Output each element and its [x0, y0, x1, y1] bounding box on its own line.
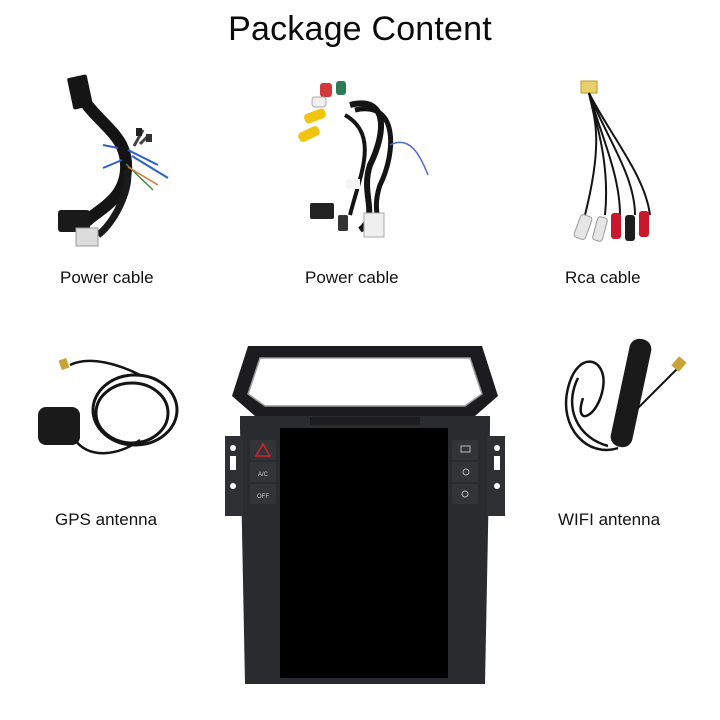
power-cable-1-label: Power cable: [60, 268, 154, 287]
page-title: Package Content: [228, 10, 492, 48]
car-stereo-head-unit-icon: A/C OFF: [225, 346, 505, 684]
wifi-antenna-label: WIFI antenna: [558, 510, 661, 529]
rca-cable-label: Rca cable: [565, 268, 641, 287]
power-cable-harness-icon: [58, 74, 169, 247]
rca-cable-image: [565, 75, 665, 255]
gps-antenna-image: [30, 345, 190, 475]
wifi-antenna-image: [548, 328, 698, 478]
gps-antenna-label: GPS antenna: [55, 510, 158, 529]
gps-antenna-icon: [38, 357, 179, 455]
power-cable-1-image: [48, 70, 198, 250]
power-cable-2-image: [290, 75, 440, 245]
svg-text:A/C: A/C: [258, 472, 269, 478]
head-unit-image: A/C OFF: [220, 336, 510, 696]
svg-text:OFF: OFF: [257, 494, 269, 500]
power-cable-2-label: Power cable: [305, 268, 399, 287]
power-cable-harness-icon: [298, 81, 429, 238]
wifi-antenna-icon: [564, 338, 687, 452]
rca-cable-icon: [573, 80, 651, 242]
